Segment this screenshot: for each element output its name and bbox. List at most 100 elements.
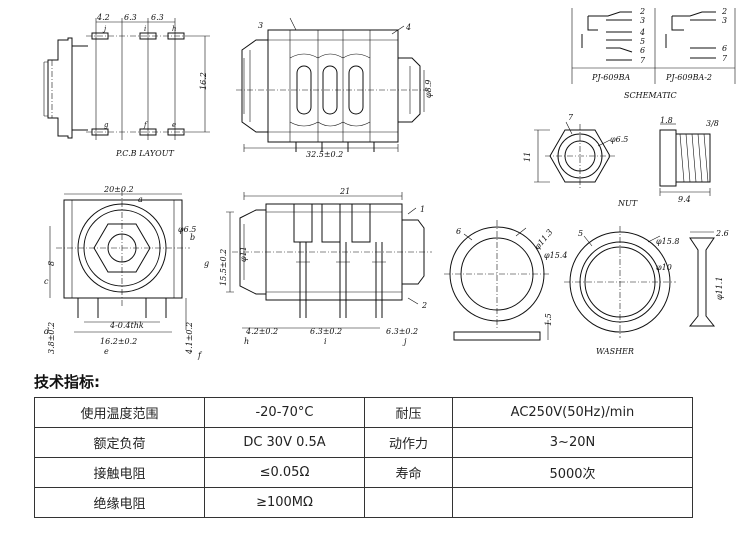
spec-label: 绝缘电阻 [34, 487, 205, 518]
schematic-pin-left-1: 2 [639, 7, 645, 16]
washer-ring-callout: 5 [578, 229, 583, 238]
side-dim-length: 32.5±0.2 [306, 150, 343, 159]
pcb-pin-bottom-1: g [104, 121, 109, 129]
thread-dim-a: 1.8 [660, 116, 673, 125]
thread-dim-b: 3/8 [706, 119, 719, 128]
schematic-pin-left-5: 6 [640, 46, 645, 55]
technical-drawing: 4.2 6.3 6.3 j i h g f e 16.2 P.C.B LAYOU… [43, 7, 736, 360]
pcb-pin-bottom-2: f [143, 121, 148, 129]
washer-flat-dim-inner: φ15.4 [544, 251, 567, 260]
side2-dim-height: 15.5±0.2 [219, 249, 228, 286]
side-view-top: 3 4 32.5±0.2 φ8.9 [236, 17, 433, 159]
washer-ring-caption: WASHER [596, 347, 634, 356]
spec-value: ≤0.05Ω [204, 457, 365, 488]
front-letter-d: d [44, 327, 49, 336]
spec-label: 额定负荷 [34, 427, 205, 458]
washer-ring-dim-height: φ11.1 [715, 277, 724, 300]
side2-letter-i: i [324, 337, 327, 346]
side2-callout-2: 2 [421, 301, 427, 310]
pcb-layout-view: 4.2 6.3 6.3 j i h g f e 16.2 P.C.B LAYOU… [43, 13, 210, 158]
front-dim-f: 4.1±0.2 [185, 322, 194, 355]
front-dim-pitch: 4-0.4thk [109, 321, 144, 330]
schematic-model-a: PJ-609BA [591, 73, 630, 82]
schematic-pin-right-2: 3 [722, 16, 727, 25]
front-dim-d: 3.8±0.2 [47, 322, 56, 354]
front-letter-e: e [104, 347, 109, 356]
spec-value: 3~20N [452, 427, 693, 458]
schematic-view: 2 3 4 5 6 7 2 3 6 7 PJ-609BA PJ-609BA-2 … [571, 7, 736, 100]
front-letter-f: f [197, 351, 203, 360]
thread-length: 9.4 [678, 195, 691, 204]
table-row: 接触电阻 ≤0.05Ω 寿命 5000次 [34, 457, 693, 488]
side-callout-3: 3 [258, 21, 263, 30]
schematic-pin-right-3: 6 [722, 44, 727, 53]
side2-letter-g: g [204, 259, 209, 268]
side2-dim-length: 21 [339, 187, 350, 196]
pcb-caption: P.C.B LAYOUT [115, 149, 174, 158]
spec-label: 寿命 [364, 457, 453, 488]
spec-label: 使用温度范围 [34, 397, 205, 428]
spec-value: AC250V(50Hz)/min [452, 397, 693, 428]
spec-value [452, 487, 693, 518]
side2-callout-1: 1 [420, 205, 425, 214]
front-letter-b: b [190, 233, 195, 242]
schematic-model-b: PJ-609BA-2 [665, 73, 712, 82]
schematic-caption: SCHEMATIC [624, 91, 677, 100]
front-dim-diameter: φ6.5 [178, 225, 196, 234]
nut-caption: NUT [617, 199, 638, 208]
spec-value: ≥100MΩ [204, 487, 365, 518]
side-dim-diameter: φ8.9 [424, 80, 433, 98]
schematic-pin-left-2: 3 [640, 16, 645, 25]
nut-dim-diameter: φ6.5 [610, 135, 628, 144]
side-view-bottom: 21 φ11 15.5±0.2 4.2±0.2 6.3±0.2 6.3±0.2 … [204, 187, 432, 346]
side2-dim-dia: φ11 [239, 246, 248, 262]
schematic-pin-left-3: 4 [639, 28, 645, 37]
schematic-pin-right-1: 2 [721, 7, 727, 16]
front-letter-c: c [44, 277, 49, 286]
side2-dim-j: 6.3±0.2 [386, 327, 418, 336]
front-dim-width: 20±0.2 [103, 185, 134, 194]
pcb-pin-top-2: i [144, 25, 146, 33]
washer-ring-dim-outer: φ15.8 [656, 237, 679, 246]
side2-letter-j: j [402, 337, 407, 346]
schematic-pin-right-4: 7 [722, 54, 728, 63]
pcb-dim-top-2: 6.3 [124, 13, 137, 22]
specs-table: 使用温度范围 -20-70°C 耐压 AC250V(50Hz)/min 额定负荷… [34, 397, 693, 518]
spec-label: 耐压 [364, 397, 453, 428]
side2-dim-i: 6.3±0.2 [310, 327, 342, 336]
side2-dim-h: 4.2±0.2 [245, 327, 278, 336]
washer-ring-dim-inner: φ10 [656, 263, 672, 272]
spec-value: 5000次 [452, 457, 693, 488]
washer-ring-dim-thick: 2.6 [715, 229, 729, 238]
nut-dim-height: 11 [523, 152, 532, 162]
washer-flat-callout: 6 [456, 227, 461, 236]
pcb-dim-height: 16.2 [199, 72, 208, 90]
table-row: 绝缘电阻 ≥100MΩ [34, 487, 693, 518]
specs-heading: 技术指标: [34, 373, 100, 391]
table-row: 使用温度范围 -20-70°C 耐压 AC250V(50Hz)/min [34, 397, 693, 428]
nut-callout: 7 [568, 113, 574, 122]
side2-letter-h: h [244, 337, 249, 346]
pcb-pin-bottom-3: e [172, 121, 176, 129]
washer-flat-view: 6 φ11.3 φ15.4 1.5 [444, 220, 567, 341]
washer-flat-dim-outer: φ11.3 [533, 228, 555, 252]
schematic-pin-left-6: 7 [640, 56, 646, 65]
nut-view: 7 φ6.5 11 NUT 1.8 3/8 9.4 [523, 113, 719, 208]
spec-value: DC 30V 0.5A [204, 427, 365, 458]
table-row: 额定负荷 DC 30V 0.5A 动作力 3~20N [34, 427, 693, 458]
front-dim-pcb: 16.2±0.2 [100, 337, 137, 346]
spec-value: -20-70°C [204, 397, 365, 428]
washer-ring-view: 5 φ15.8 φ10 φ11.1 2.6 WASHER [564, 226, 729, 356]
pcb-dim-top-3: 6.3 [151, 13, 164, 22]
washer-flat-dim-thick: 1.5 [544, 313, 553, 326]
side-callout-4: 4 [405, 23, 411, 32]
front-dim-c: 8 [47, 261, 56, 266]
front-view: 20±0.2 φ6.5 4-0.4thk 16.2±0.2 8 3.8±0.2 … [44, 185, 203, 360]
front-letter-a: a [138, 195, 143, 204]
spec-label [364, 487, 453, 518]
spec-label: 接触电阻 [34, 457, 205, 488]
pcb-pin-top-3: h [172, 25, 177, 33]
schematic-pin-left-4: 5 [640, 37, 645, 46]
pcb-pin-top-1: j [102, 25, 107, 33]
pcb-dim-top-1: 4.2 [96, 13, 110, 22]
